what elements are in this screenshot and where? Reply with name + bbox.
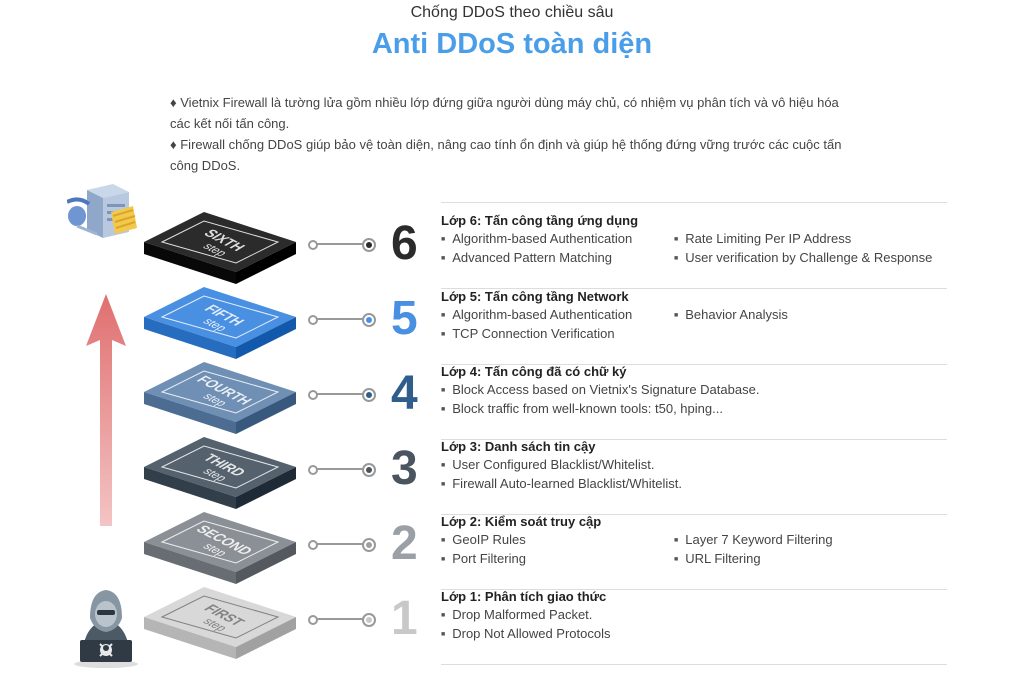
layer-info-3: Lớp 3: Danh sách tin cậyUser Configured … (441, 438, 947, 515)
layer-item: Layer 7 Keyword Filtering (674, 531, 947, 550)
connector-start-dot (308, 240, 318, 250)
layer-item: Rate Limiting Per IP Address (674, 230, 947, 249)
connector-end-dot (362, 538, 376, 552)
layer-title: Lớp 2: Kiểm soát truy cập (441, 514, 602, 529)
layer-item: Behavior Analysis (674, 306, 947, 325)
layer-item: Port Filtering (441, 550, 674, 569)
layer-item: Algorithm-based Authentication (441, 230, 674, 249)
connector-start-dot (308, 615, 318, 625)
layer-info-2: Lớp 2: Kiểm soát truy cậpGeoIP RulesLaye… (441, 513, 947, 590)
layer-item: Advanced Pattern Matching (441, 249, 674, 268)
connector-end-dot (362, 238, 376, 252)
layer-items: Algorithm-based AuthenticationRate Limit… (441, 230, 947, 268)
connector-start-dot (308, 540, 318, 550)
page-subtitle: Chống DDoS theo chiều sâu (410, 4, 614, 21)
layer-item: Algorithm-based Authentication (441, 306, 674, 325)
layer-number: 1 (391, 592, 418, 645)
layer-items: Drop Malformed Packet.Drop Not Allowed P… (441, 606, 947, 644)
layer-title: Lớp 4: Tấn công đã có chữ ký (441, 364, 627, 379)
layer-item: Block traffic from well-known tools: t50… (441, 400, 947, 419)
layer-item: Firewall Auto-learned Blacklist/Whitelis… (441, 475, 947, 494)
layer-number: 5 (391, 292, 418, 345)
connector-start-dot (308, 390, 318, 400)
intro-text: ♦ Vietnix Firewall là tường lửa gồm nhiề… (170, 92, 860, 176)
intro-paragraph-2: ♦ Firewall chống DDoS giúp bảo vệ toàn d… (170, 137, 842, 173)
connector-end-dot (362, 613, 376, 627)
connector-line (314, 318, 368, 320)
layer-item: Drop Not Allowed Protocols (441, 625, 947, 644)
layer-info-5: Lớp 5: Tấn công tầng NetworkAlgorithm-ba… (441, 288, 947, 365)
layer-items: GeoIP RulesLayer 7 Keyword FilteringPort… (441, 531, 947, 569)
layer-item: User verification by Challenge & Respons… (674, 249, 947, 268)
divider (441, 202, 947, 203)
connector-end-dot (362, 313, 376, 327)
layer-title: Lớp 5: Tấn công tầng Network (441, 289, 629, 304)
connector-start-dot (308, 465, 318, 475)
layer-number: 2 (391, 517, 418, 570)
layer-info-1: Lớp 1: Phân tích giao thứcDrop Malformed… (441, 588, 947, 665)
layer-item: Block Access based on Vietnix's Signatur… (441, 381, 947, 400)
connector-line (314, 243, 368, 245)
layer-title: Lớp 1: Phân tích giao thức (441, 589, 607, 604)
layer-items: User Configured Blacklist/Whitelist.Fire… (441, 456, 947, 494)
layer-info-6: Lớp 6: Tấn công tầng ứng dụngAlgorithm-b… (441, 212, 947, 289)
connector-line (314, 468, 368, 470)
layer-item: TCP Connection Verification (441, 325, 674, 344)
layer-item: URL Filtering (674, 550, 947, 569)
layer-item: Drop Malformed Packet. (441, 606, 947, 625)
connector-line (314, 393, 368, 395)
up-arrow-icon (84, 294, 128, 531)
layer-number: 6 (391, 217, 418, 270)
layer-info-4: Lớp 4: Tấn công đã có chữ ký Block Access… (441, 363, 947, 440)
page-title: Anti DDoS toàn diện (371, 28, 653, 60)
intro-paragraph-1: ♦ Vietnix Firewall là tường lửa gồm nhiề… (170, 95, 839, 131)
layer-item: User Configured Blacklist/Whitelist. (441, 456, 947, 475)
layer-title: Lớp 3: Danh sách tin cậy (441, 439, 596, 454)
layer-number: 4 (391, 367, 418, 420)
layer-items: Algorithm-based AuthenticationBehavior A… (441, 306, 947, 344)
layer-item: GeoIP Rules (441, 531, 674, 550)
connector-start-dot (308, 315, 318, 325)
connector-end-dot (362, 388, 376, 402)
server-stack-icon (66, 182, 139, 253)
connector-line (314, 618, 368, 620)
connector-end-dot (362, 463, 376, 477)
layer-number: 3 (391, 442, 418, 495)
connector-line (314, 543, 368, 545)
hacker-icon (72, 584, 140, 673)
layer-items: Block Access based on Vietnix's Signatur… (441, 381, 947, 419)
layer-title: Lớp 6: Tấn công tầng ứng dụng (441, 213, 639, 228)
